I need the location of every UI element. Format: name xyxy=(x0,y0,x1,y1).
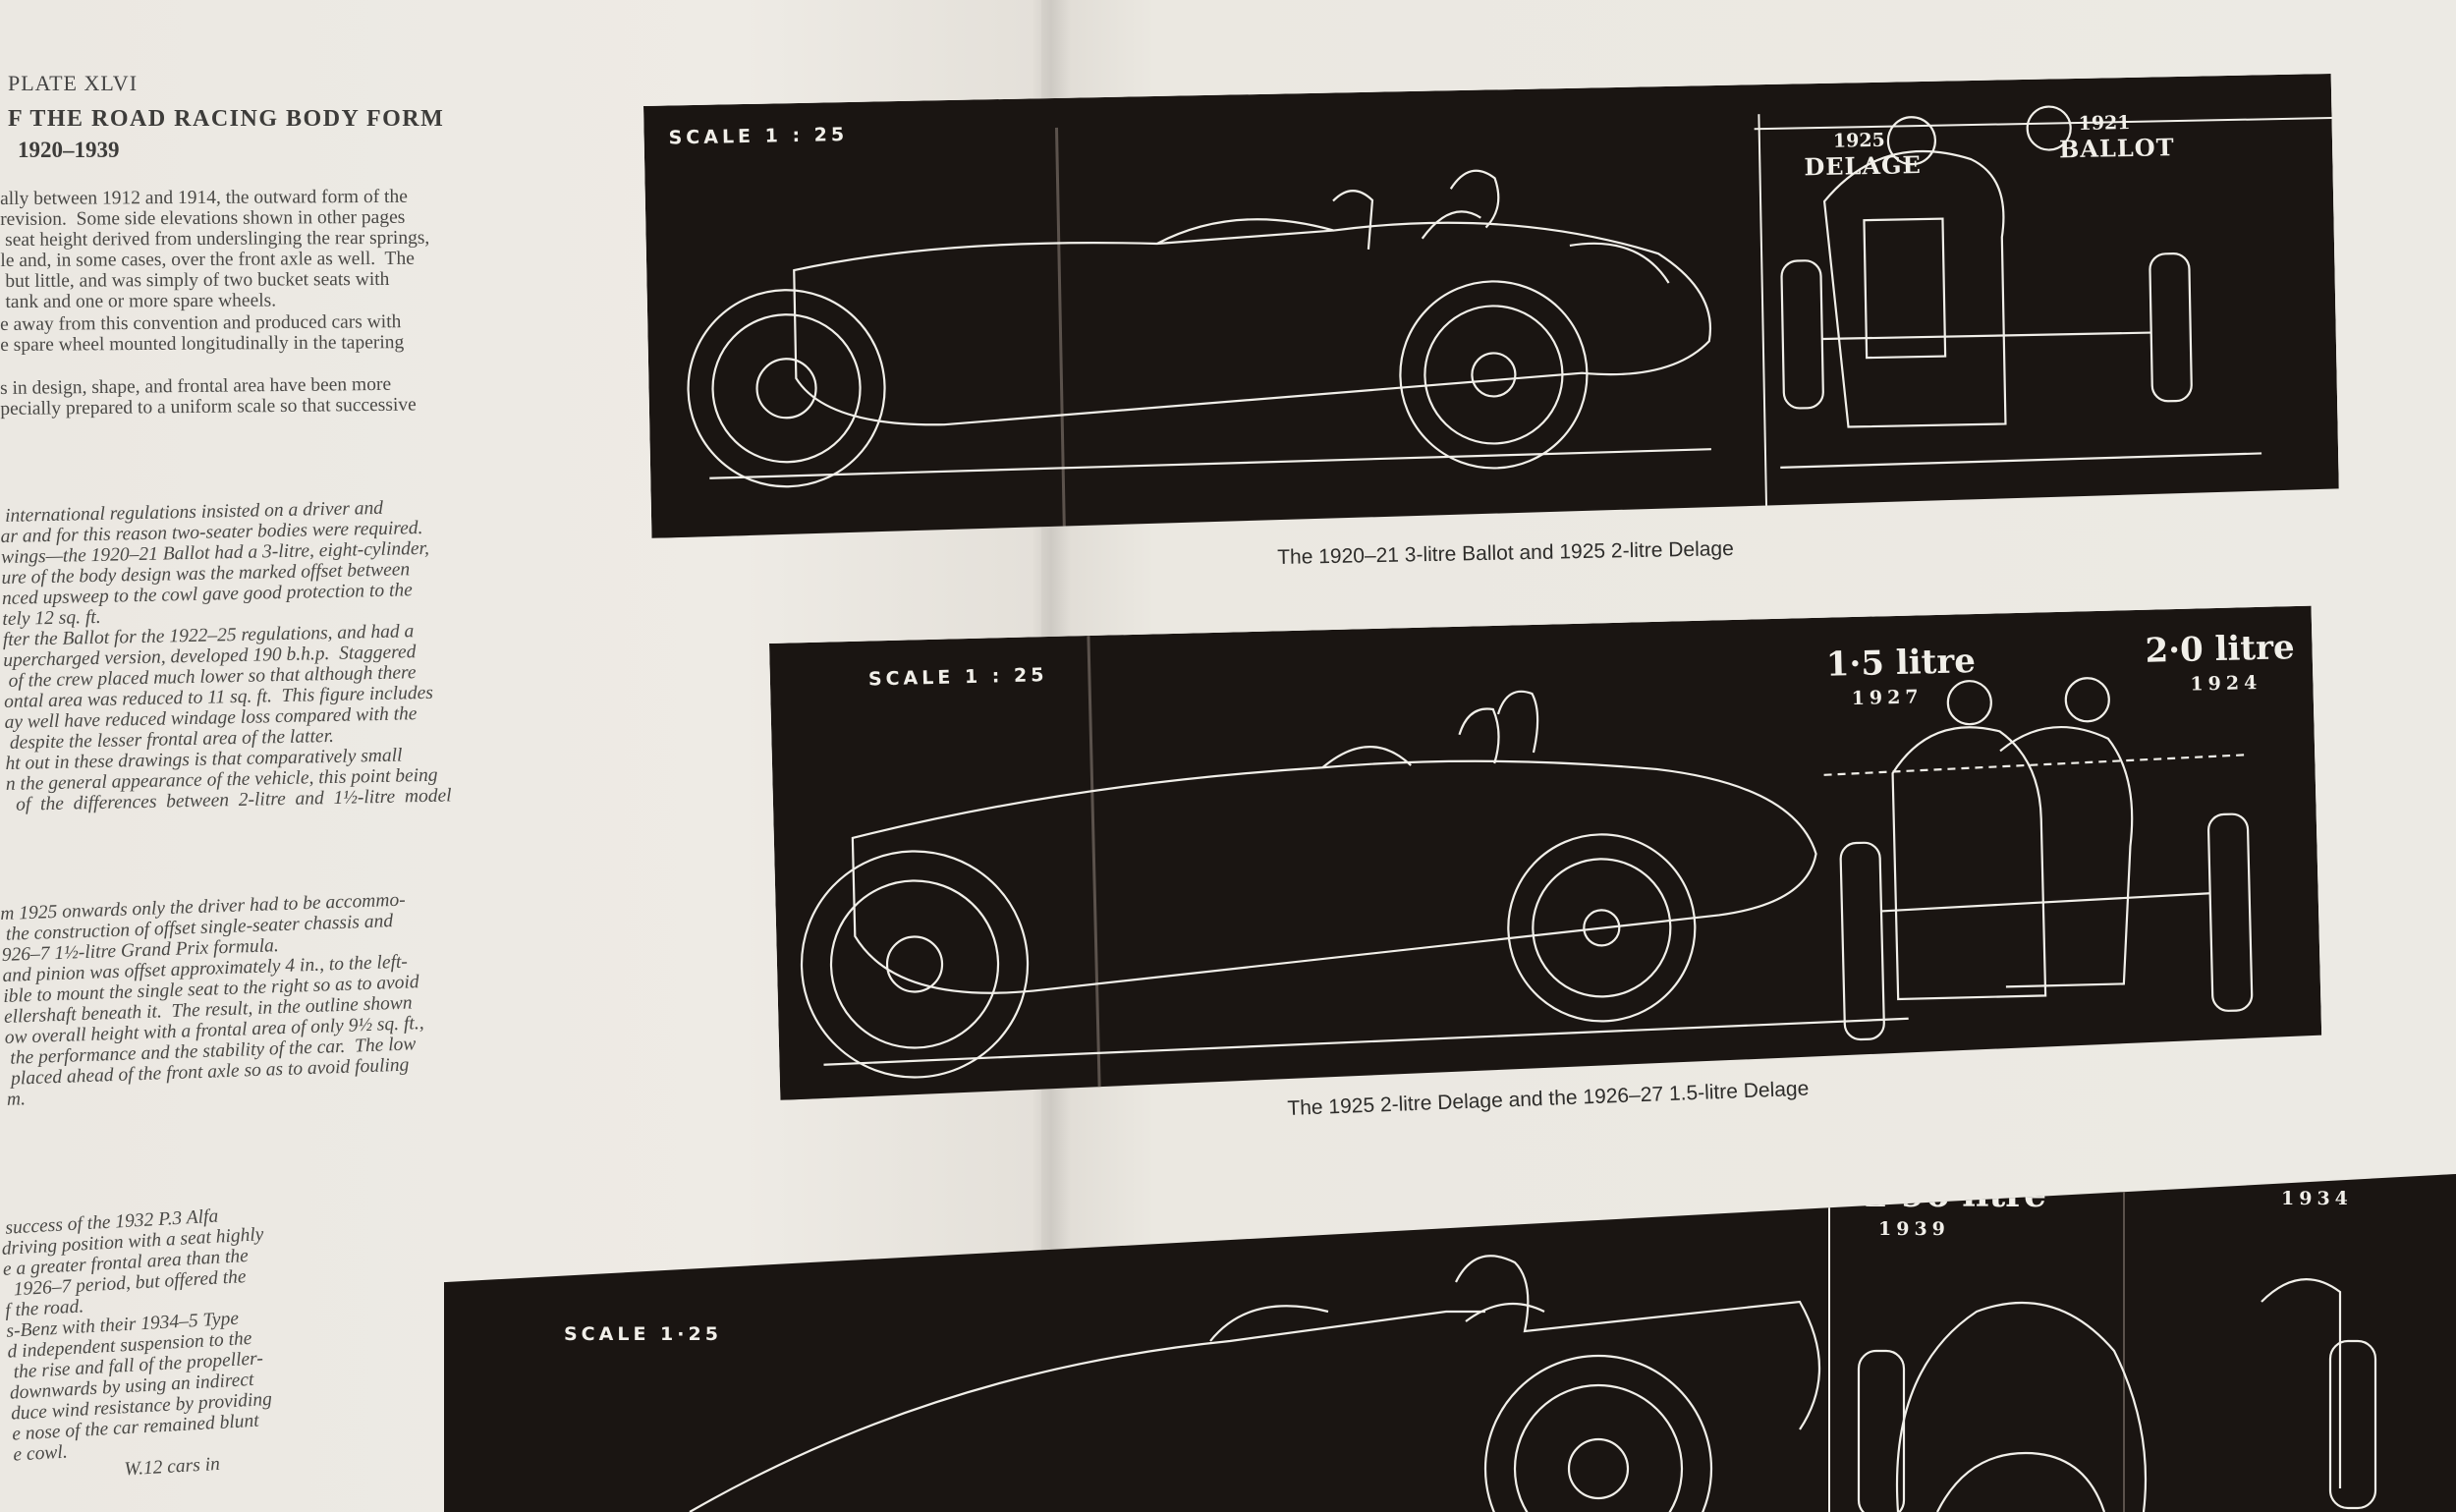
paragraph-4: international regulations insisted on a … xyxy=(0,497,452,815)
delage-1924-size-label: 2·0 litre xyxy=(2145,628,2296,671)
paragraph-1: ally between 1912 and 1914, the outward … xyxy=(0,186,430,312)
delage-1927-year-label: 1927 xyxy=(1851,686,1924,710)
ballot-name-label: BALLOT xyxy=(2058,133,2175,164)
ballot-delage-drawing xyxy=(643,74,2339,538)
delage-name-label: DELAGE xyxy=(1804,150,1923,182)
page-title: F THE ROAD RACING BODY FORM xyxy=(8,106,445,132)
scale-label: SCALE 1·25 xyxy=(564,1323,722,1345)
ballot-year-label: 1921 xyxy=(2078,111,2131,135)
delage-pair-drawing xyxy=(769,606,2322,1100)
page-subtitle-years: 1920–1939 xyxy=(18,138,120,162)
alfa-mercedes-drawing xyxy=(689,1174,2377,1512)
delage-1924-year-label: 1924 xyxy=(2190,671,2262,696)
delage-1927-size-label: 1·5 litre xyxy=(1825,642,1977,685)
plate-number: PLATE XLVI xyxy=(8,71,139,95)
scale-label: SCALE 1 : 25 xyxy=(668,124,849,149)
mercedes-year-label: 1934 xyxy=(2281,1188,2353,1209)
paragraph-2: e away from this convention and produced… xyxy=(0,311,405,356)
paragraph-6: success of the 1932 P.3 Alfa driving pos… xyxy=(0,1205,273,1486)
scale-label: SCALE 1 : 25 xyxy=(867,664,1048,691)
paragraph-5: m 1925 onwards only the driver had to be… xyxy=(0,889,424,1110)
alfa-year-label: 1939 xyxy=(1878,1218,1950,1240)
plate-delage-pair: SCALE 1 : 25 1·5 litre 1927 2·0 litre 19… xyxy=(769,606,2322,1100)
plate-ballot-delage: SCALE 1 : 25 1925 DELAGE 1921 BALLOT xyxy=(643,74,2339,538)
delage-year-label: 1925 xyxy=(1832,129,1886,152)
paragraph-3: s in design, shape, and frontal area hav… xyxy=(0,373,417,420)
